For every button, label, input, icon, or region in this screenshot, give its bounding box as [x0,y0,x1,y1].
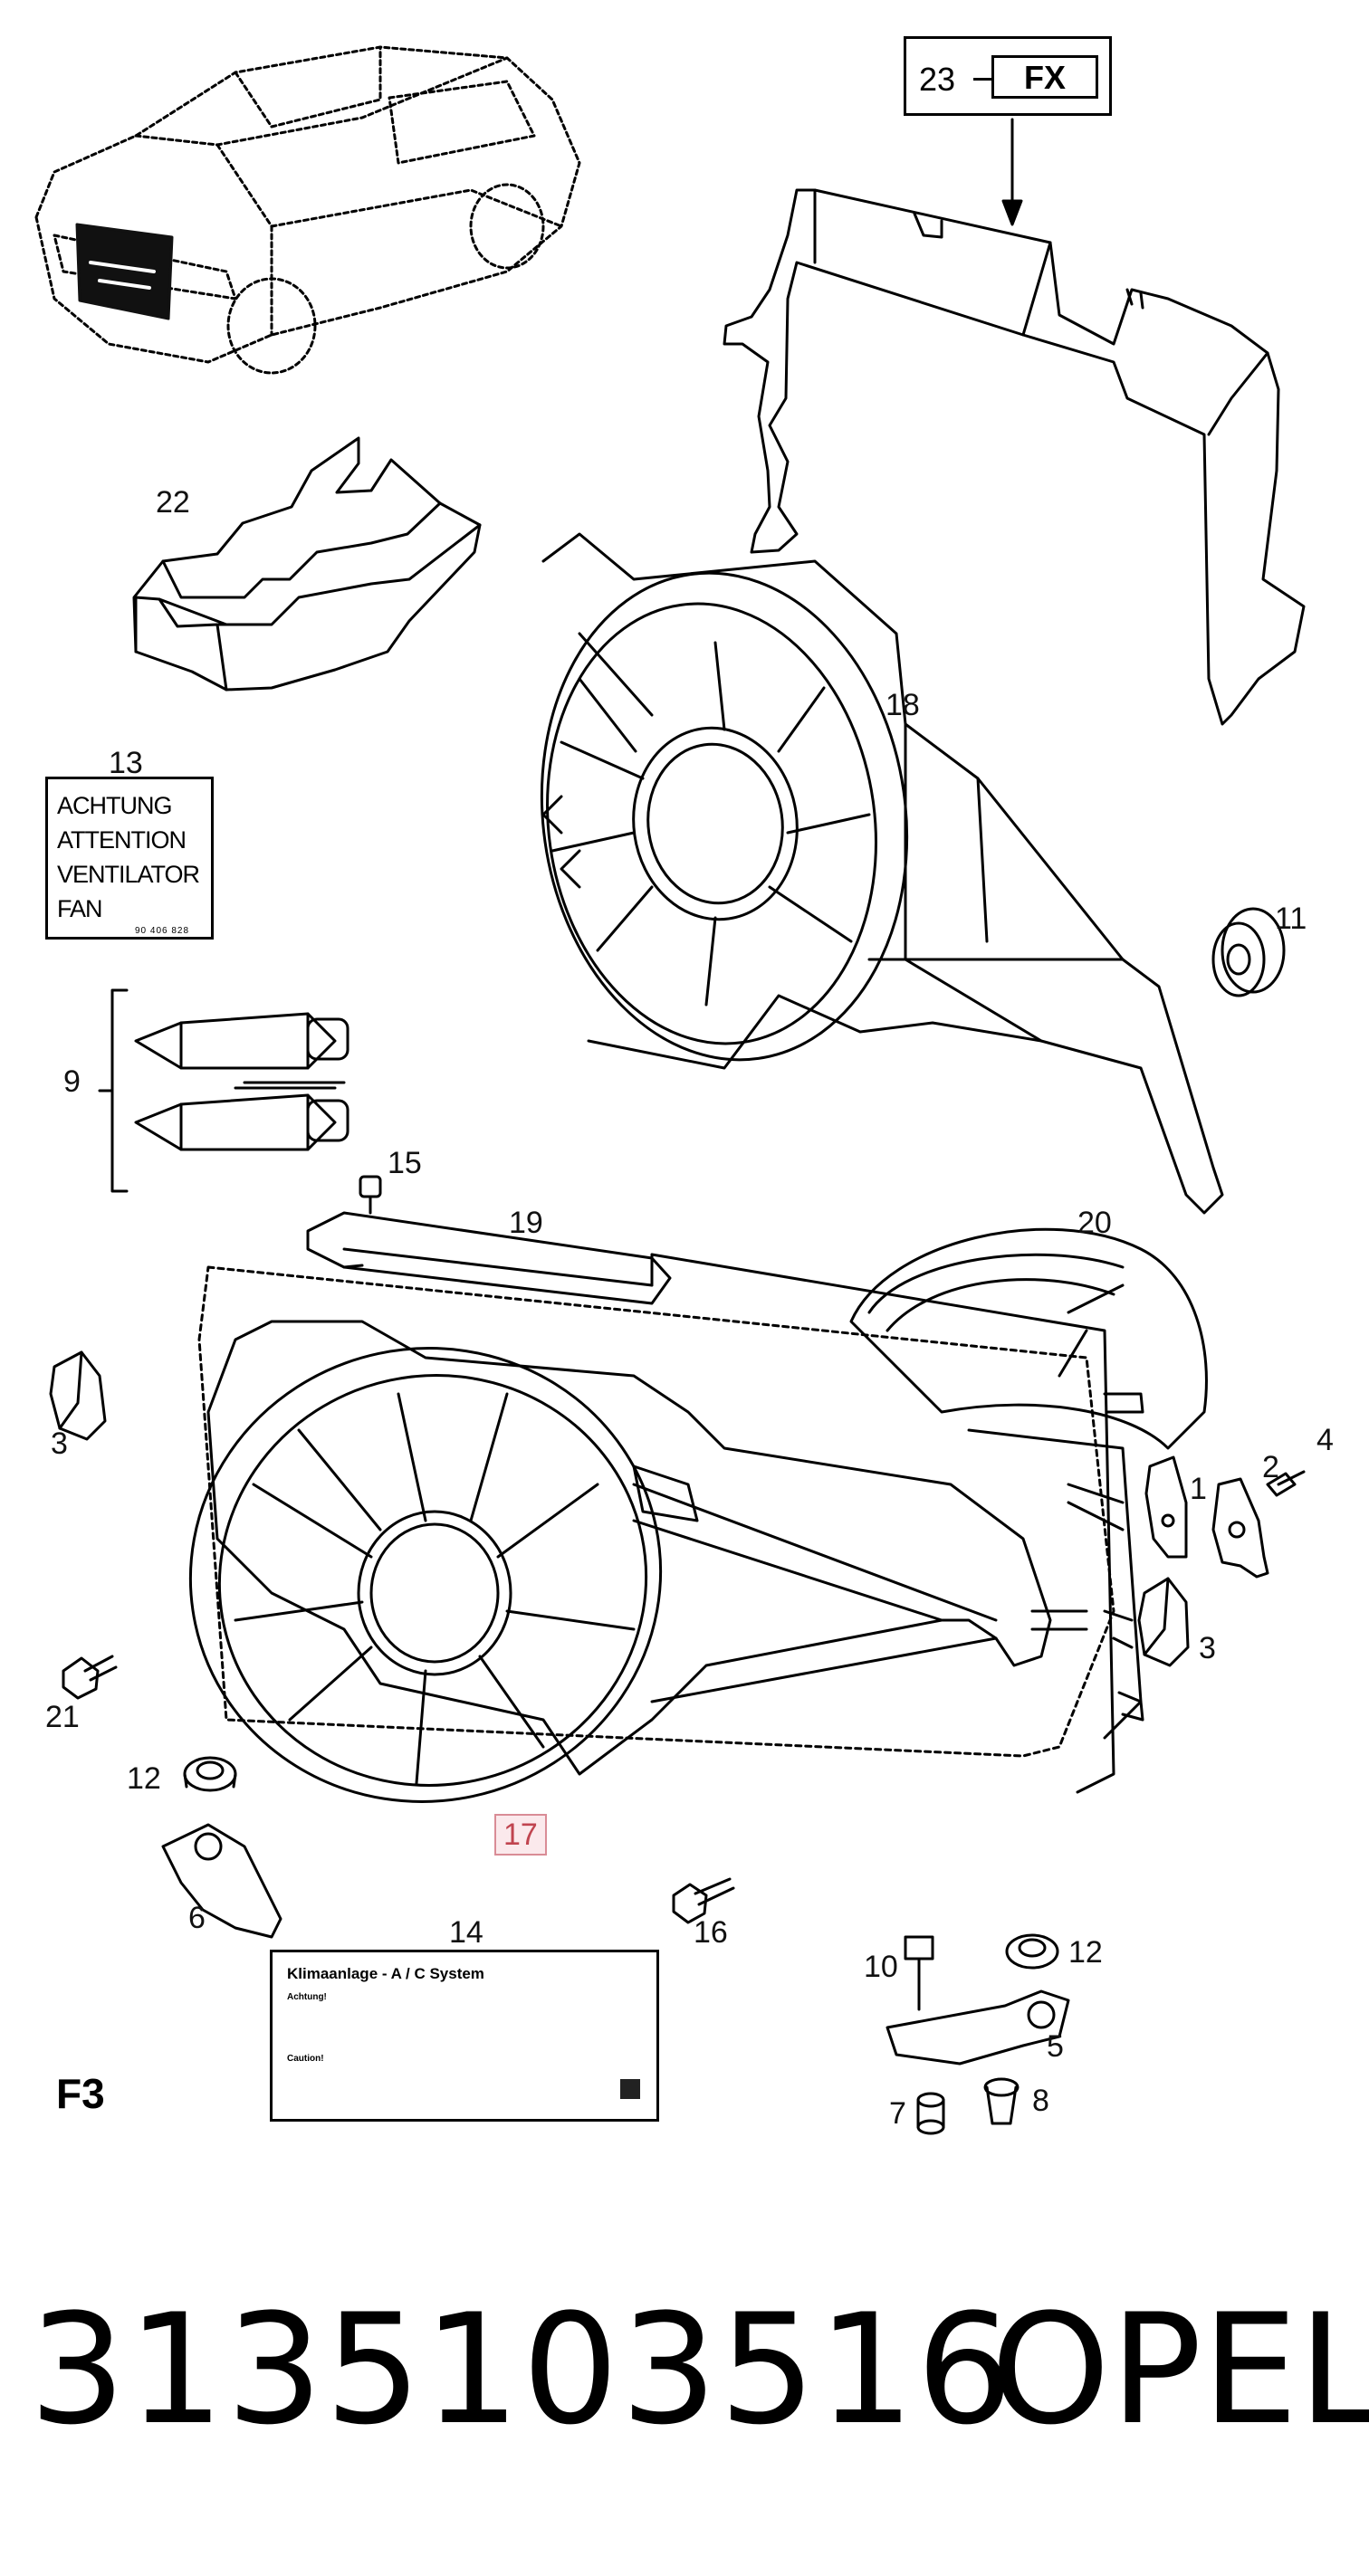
callout-16: 16 [694,1915,728,1950]
callout-13: 13 [109,746,143,780]
bolt-21 [62,1655,118,1700]
rubber-mount-right [1137,1577,1190,1667]
callout-3-right: 3 [1199,1631,1216,1665]
callout-10: 10 [864,1950,898,1984]
radiator-assembly [197,1253,1144,1794]
callout-7: 7 [889,2096,906,2131]
fan-shroud-upper [540,532,1224,1215]
mount-bracket-1 [1144,1455,1188,1559]
warning-line-1: ACHTUNG [57,792,172,819]
nut-12-right [1005,1933,1059,1970]
rubber-mount-left [49,1350,107,1441]
callout-3-left: 3 [51,1426,68,1461]
callout-1: 1 [1190,1472,1207,1506]
callout-5: 5 [1047,2029,1064,2064]
callout-14: 14 [449,1915,483,1950]
air-deflector-frame [723,118,1306,726]
ac-label-title: Klimaanlage - A / C System [287,1965,484,1982]
bolt-16 [672,1877,735,1924]
callout-4: 4 [1316,1423,1334,1457]
warning-line-2: ATTENTION [57,826,187,854]
vehicle-locator-illustration [34,45,581,375]
ac-label-row-2: Caution! [287,2054,324,2064]
section-code: F3 [56,2070,105,2117]
callout-19: 19 [509,1206,543,1240]
grille-highlight [75,223,174,320]
bracket-6 [161,1823,282,1939]
screw-15 [359,1175,382,1215]
callout-8: 8 [1032,2084,1049,2118]
screw-10 [904,1935,934,2011]
wiring-group [98,988,349,1193]
nut-12-left [183,1756,237,1792]
part-number: 3135103516 [29,2281,1015,2458]
ac-system-label-14: Klimaanlage - A / C System Achtung! Caut… [270,1950,659,2122]
part-23-number: 23 [919,61,956,98]
hose-bracket [132,436,482,692]
callout-20: 20 [1077,1206,1112,1240]
sleeve-7 [916,2092,945,2135]
fan-shroud-main [188,1320,1052,1803]
bracket-5 [886,1989,1070,2066]
callout-2: 2 [1262,1450,1279,1484]
callout-11: 11 [1275,902,1307,936]
callout-12-right: 12 [1068,1935,1103,1970]
warning-line-4: FAN [57,895,103,922]
warning-label-13: ACHTUNG ATTENTION VENTILATOR FAN 90 406 … [45,777,214,940]
callout-17-highlighted[interactable]: 17 [494,1814,547,1856]
ac-label-mark [620,2079,640,2099]
mount-bracket-2 [1211,1477,1269,1579]
upper-bracket-bar [306,1211,672,1305]
brand-name: OPEL [991,2281,1369,2458]
callout-9: 9 [63,1064,81,1099]
callout-12-left: 12 [127,1761,161,1796]
warning-code: 90 406 828 [135,926,190,936]
clip-8 [983,2077,1020,2125]
part-23-tag: 23 FX [904,36,1112,116]
callout-21: 21 [45,1700,80,1734]
warning-line-3: VENTILATOR [57,861,200,888]
callout-15: 15 [388,1146,422,1180]
grille-logo [89,261,156,290]
callout-22: 22 [156,485,190,520]
rubber-grommet [1211,907,1286,997]
screw-4 [1266,1470,1306,1497]
part-23-leader [973,78,991,81]
ac-label-row-1: Achtung! [287,1992,327,2002]
part-23-code: FX [991,55,1098,99]
callout-6: 6 [188,1901,206,1935]
callout-18: 18 [886,688,920,722]
